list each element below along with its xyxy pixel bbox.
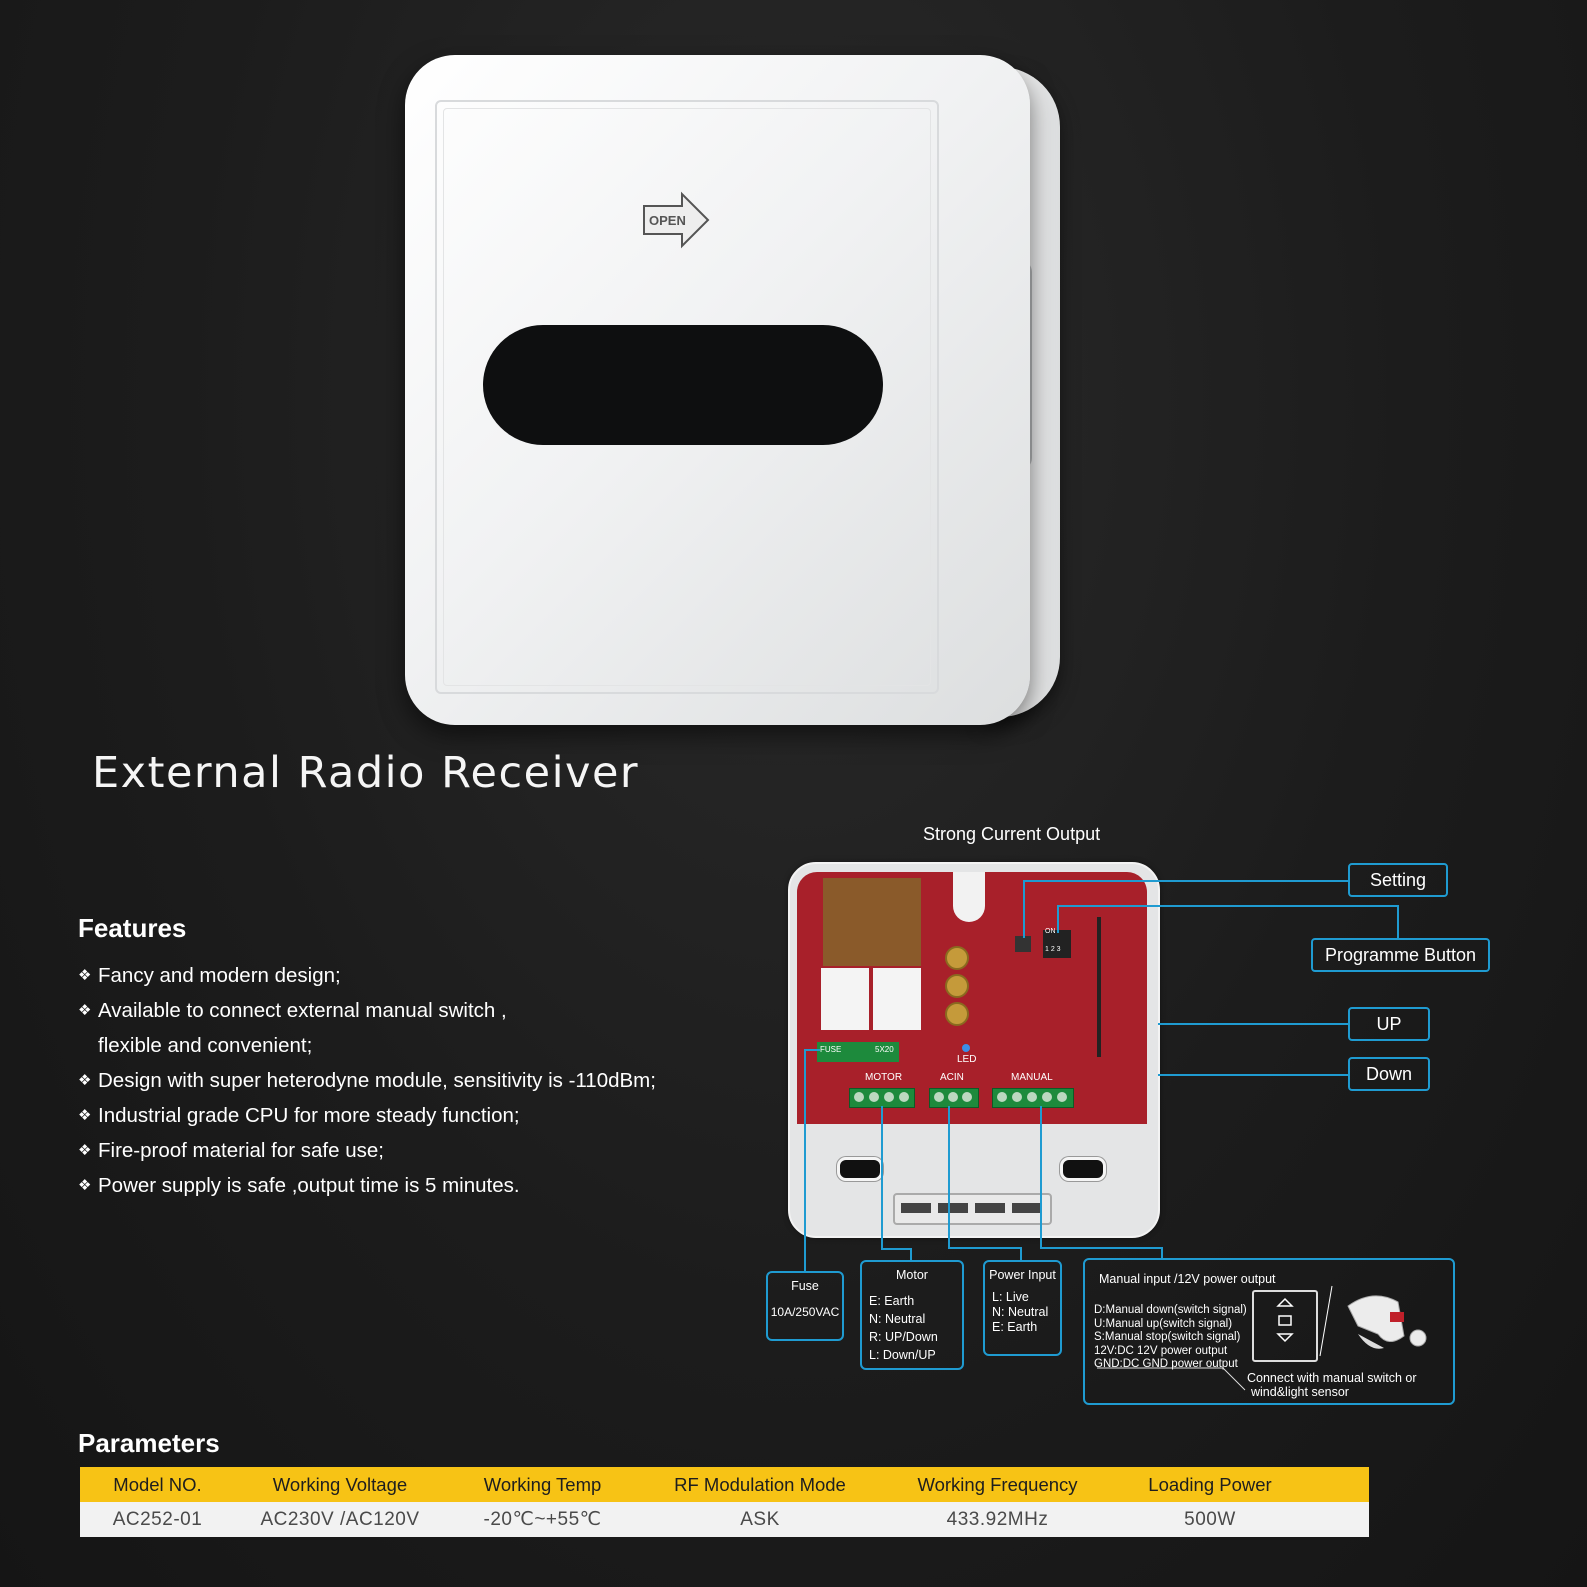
- bullet-icon: ❖: [78, 1107, 92, 1124]
- strong-current-label: Strong Current Output: [923, 824, 1101, 844]
- relay-2: [873, 968, 921, 1030]
- mount-notch: [953, 872, 985, 922]
- header-voltage: Working Voltage: [235, 1467, 445, 1502]
- device-front: OPEN: [405, 55, 1030, 725]
- programme-wire: [1397, 905, 1399, 939]
- capacitor: [945, 1002, 969, 1026]
- bullet-icon: ❖: [78, 1142, 92, 1159]
- wind-light-sensor-icon: [1319, 1285, 1427, 1357]
- manual-wire: [1161, 1247, 1163, 1259]
- manual-terminal-label: MANUAL: [1011, 1072, 1053, 1083]
- device-display-window: [483, 325, 883, 445]
- motor-terminal-label: MOTOR: [865, 1072, 903, 1083]
- bullet-icon: ❖: [78, 1002, 92, 1019]
- power-info-box: Power Input L: Live N: Neutral E: Earth: [983, 1260, 1062, 1356]
- header-power: Loading Power: [1115, 1467, 1305, 1502]
- cable-entry: [893, 1193, 1052, 1225]
- transformer: [823, 878, 921, 966]
- manual-title: Manual input /12V power output: [1099, 1272, 1276, 1286]
- feature-item: ❖Power supply is safe ,output time is 5 …: [78, 1168, 656, 1203]
- cell-spacer: [1305, 1502, 1369, 1537]
- circuit-board: ON 1 2 3 FUSE 5X20 LED MOTOR ACIN MANUAL: [797, 872, 1147, 1124]
- led-label: LED: [957, 1054, 977, 1065]
- setting-wire: [1023, 880, 1349, 882]
- fuse-value: 10A/250VAC: [770, 1305, 840, 1319]
- power-wire: [948, 1106, 950, 1248]
- cell-rf-mode: ASK: [640, 1502, 880, 1537]
- up-wire: [1158, 1023, 1348, 1025]
- setting-label: Setting: [1348, 863, 1448, 897]
- led-icon: [962, 1044, 970, 1052]
- features-heading: Features: [78, 913, 187, 943]
- manual-note: Connect with manual switch or wind&light…: [1247, 1371, 1417, 1399]
- motor-info-box: Motor E: Earth N: Neutral R: UP/Down L: …: [860, 1260, 964, 1370]
- setting-wire: [1023, 880, 1025, 938]
- mounting-slot: [1060, 1157, 1106, 1181]
- fuse-title: Fuse: [791, 1279, 819, 1293]
- device-panel-outline: [435, 100, 939, 694]
- parameters-header-row: Model NO. Working Voltage Working Temp R…: [80, 1467, 1369, 1502]
- feature-item: ❖Design with super heterodyne module, se…: [78, 1063, 656, 1098]
- cell-temp: -20℃~+55℃: [445, 1502, 640, 1537]
- power-wire: [1020, 1247, 1022, 1261]
- cell-frequency: 433.92MHz: [880, 1502, 1115, 1537]
- manual-info-box: Manual input /12V power output D:Manual …: [1083, 1258, 1455, 1405]
- antenna: [1097, 917, 1101, 1057]
- up-label: UP: [1348, 1007, 1430, 1041]
- cell-voltage: AC230V /AC120V: [235, 1502, 445, 1537]
- programme-wire: [1057, 905, 1397, 907]
- cell-model: AC252-01: [80, 1502, 235, 1537]
- motor-title: Motor: [896, 1268, 928, 1282]
- power-title: Power Input: [989, 1268, 1056, 1282]
- acin-terminal-label: ACIN: [940, 1072, 964, 1083]
- features-list: ❖Fancy and modern design; ❖Available to …: [78, 958, 656, 1203]
- fuse-info-box: Fuse 10A/250VAC: [766, 1271, 844, 1341]
- product-image: OPEN: [405, 55, 1065, 735]
- motor-wire: [881, 1248, 911, 1250]
- manual-wire: [1040, 1106, 1042, 1248]
- bullet-icon: ❖: [78, 1177, 92, 1194]
- fuse-holder: FUSE 5X20: [817, 1042, 899, 1062]
- cell-power: 500W: [1115, 1502, 1305, 1537]
- motor-wire: [910, 1248, 912, 1260]
- down-label: Down: [1348, 1057, 1430, 1091]
- relay-1: [821, 968, 869, 1030]
- pointer-line-icon: [1097, 1367, 1246, 1391]
- feature-item: ❖Fancy and modern design;: [78, 958, 656, 993]
- parameters-table: Model NO. Working Voltage Working Temp R…: [80, 1467, 1369, 1537]
- bullet-icon: ❖: [78, 1072, 92, 1089]
- fuse-wire: [804, 1049, 806, 1271]
- header-temp: Working Temp: [445, 1467, 640, 1502]
- page-title: External Radio Receiver: [92, 748, 640, 798]
- capacitor: [945, 974, 969, 998]
- feature-item: ❖Fire-proof material for safe use;: [78, 1133, 656, 1168]
- motor-wire: [881, 1106, 883, 1249]
- header-spacer: [1305, 1467, 1369, 1502]
- manual-wire: [1040, 1247, 1162, 1249]
- motor-terminal: [849, 1088, 915, 1108]
- feature-item-continued: flexible and convenient;: [98, 1034, 313, 1057]
- fuse-wire: [804, 1049, 820, 1051]
- dip-switch: ON 1 2 3: [1043, 928, 1071, 958]
- table-row: AC252-01 AC230V /AC120V -20℃~+55℃ ASK 43…: [80, 1502, 1369, 1537]
- parameters-heading: Parameters: [78, 1428, 220, 1458]
- header-rf-mode: RF Modulation Mode: [640, 1467, 880, 1502]
- programme-button-label: Programme Button: [1311, 938, 1490, 972]
- open-label: OPEN: [649, 213, 686, 228]
- header-frequency: Working Frequency: [880, 1467, 1115, 1502]
- open-arrow-icon: OPEN: [643, 191, 710, 249]
- capacitor: [945, 946, 969, 970]
- setting-button: [1015, 936, 1031, 952]
- power-wire: [948, 1247, 1022, 1249]
- mounting-slot: [837, 1157, 883, 1181]
- acin-terminal: [929, 1088, 979, 1108]
- down-wire: [1158, 1074, 1348, 1076]
- header-model: Model NO.: [80, 1467, 235, 1502]
- feature-item: ❖Industrial grade CPU for more steady fu…: [78, 1098, 656, 1133]
- wall-switch-icon: [1252, 1290, 1318, 1362]
- feature-item: ❖Available to connect external manual sw…: [78, 993, 656, 1028]
- bullet-icon: ❖: [78, 967, 92, 984]
- manual-terminal: [992, 1088, 1074, 1108]
- programme-wire: [1057, 905, 1059, 933]
